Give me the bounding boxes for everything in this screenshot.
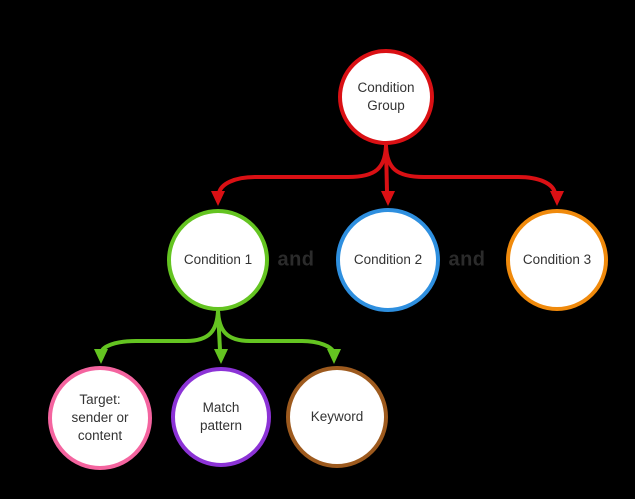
node-condition-3: Condition 3 [506,209,608,311]
edge-condition1-to-target [94,309,220,364]
node-condition-2: Condition 2 [336,208,440,312]
node-keyword-label: Keyword [310,409,364,424]
node-condition-group: Condition Group [338,49,434,145]
node-condition-1-label: Condition 1 [183,252,253,267]
node-condition-3-label: Condition 3 [522,252,592,267]
node-target-label: Target: sender or content [71,392,129,443]
operator-and-1: and [277,248,315,271]
node-condition-2-label: Condition 2 [353,252,423,267]
node-condition-group-label: Condition Group [357,80,415,113]
node-target: Target: sender or content [48,366,152,470]
node-condition-1: Condition 1 [167,209,269,311]
node-match-pattern-label: Match pattern [199,400,243,433]
operator-and-2: and [448,248,486,271]
node-keyword: Keyword [286,366,388,468]
edge-group-to-condition1 [211,144,388,206]
node-match-pattern: Match pattern [171,367,271,467]
edge-condition1-to-keyword [216,309,341,364]
edge-group-to-condition3 [384,144,564,206]
